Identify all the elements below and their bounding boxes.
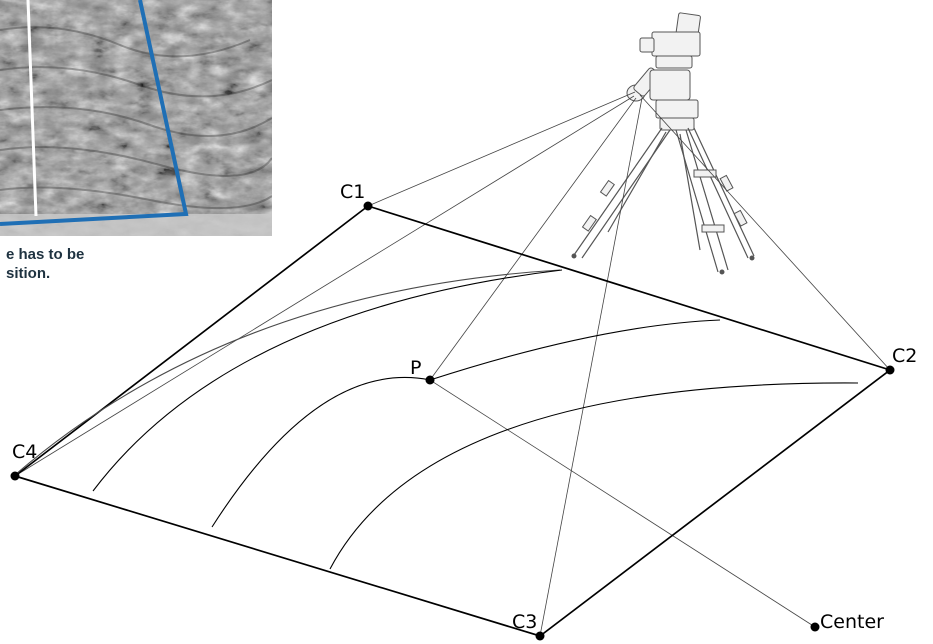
points bbox=[10, 201, 895, 641]
label-center: Center bbox=[820, 611, 884, 633]
arc-outer-upper bbox=[15, 269, 561, 475]
arc-3 bbox=[329, 382, 859, 570]
sight-line-c1 bbox=[367, 91, 636, 207]
edge-c3-c4 bbox=[14, 475, 541, 637]
line-p-to-center bbox=[429, 379, 816, 628]
point-p bbox=[425, 375, 435, 385]
label-p: P bbox=[410, 357, 421, 379]
arc-2 bbox=[211, 319, 721, 528]
caption-line-1: e has to be bbox=[6, 246, 85, 263]
point-center bbox=[810, 622, 820, 632]
sight-line-c4 bbox=[14, 95, 635, 477]
sight-line-c2 bbox=[639, 94, 891, 371]
photo-region-outline bbox=[0, 0, 189, 226]
point-c3 bbox=[535, 631, 545, 641]
point-c1 bbox=[363, 201, 373, 211]
photo-divider bbox=[26, 0, 38, 217]
camera-on-tripod-icon bbox=[571, 12, 755, 275]
label-c2: C2 bbox=[892, 345, 917, 367]
edge-c2-c3 bbox=[539, 369, 891, 637]
sight-line-c3 bbox=[539, 97, 643, 637]
label-c1: C1 bbox=[340, 181, 365, 203]
ground-plane bbox=[14, 205, 891, 637]
terrain-photo bbox=[0, 0, 272, 236]
range-arcs bbox=[15, 269, 859, 570]
sight-lines bbox=[14, 91, 891, 637]
edge-c4-c1 bbox=[14, 205, 369, 477]
sight-line-p bbox=[429, 97, 637, 381]
caption-line-2: sition. bbox=[6, 265, 51, 282]
point-c4 bbox=[10, 471, 20, 481]
label-c3: C3 bbox=[512, 611, 537, 633]
arc-1 bbox=[92, 269, 563, 492]
photo-caption: e has to be sition. bbox=[6, 245, 84, 283]
point-c2 bbox=[885, 365, 895, 375]
edge-c1-c2 bbox=[367, 205, 891, 371]
label-c4: C4 bbox=[12, 441, 37, 463]
point-labels: C1 C2 C3 C4 P Center bbox=[12, 181, 917, 633]
